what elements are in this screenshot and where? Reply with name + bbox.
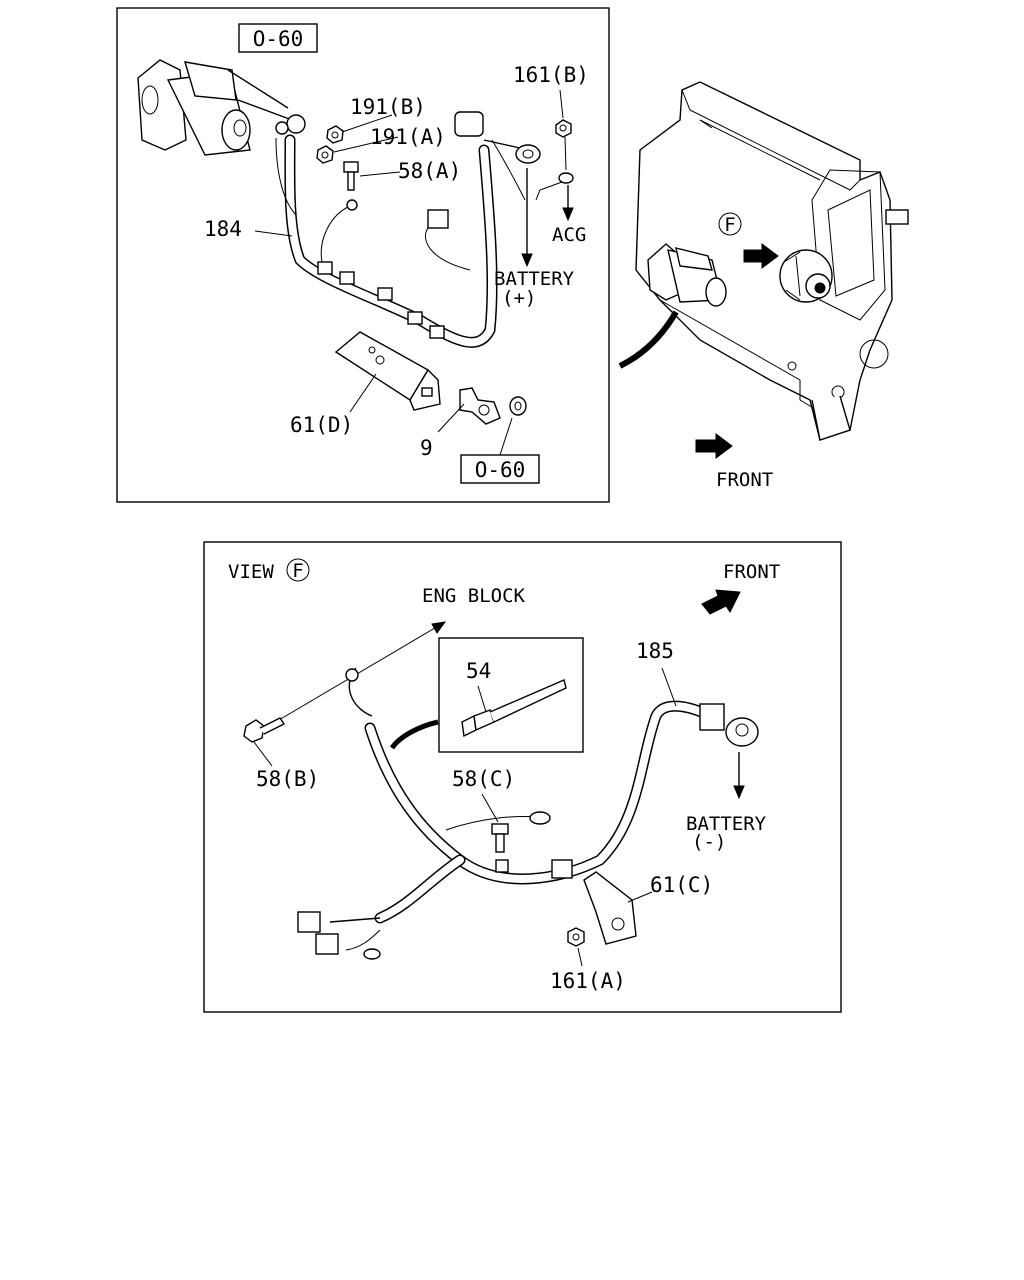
engine-starter bbox=[647, 243, 727, 307]
callout-curve bbox=[618, 310, 679, 369]
label-58c: 58(C) bbox=[452, 767, 515, 791]
ref-box-bottom[interactable]: O-60 bbox=[460, 454, 540, 484]
bolt-58a[interactable] bbox=[343, 161, 359, 191]
nut-161b[interactable] bbox=[555, 119, 572, 138]
ref-box-bottom-label: O-60 bbox=[475, 458, 526, 482]
battery-negative-terminal[interactable] bbox=[699, 703, 759, 747]
front-label-bottom: FRONT bbox=[723, 561, 780, 583]
eng-block-label: ENG BLOCK bbox=[422, 585, 526, 607]
label-185: 185 bbox=[636, 639, 674, 663]
bushing[interactable] bbox=[509, 396, 527, 416]
ref-box-top[interactable]: O-60 bbox=[238, 23, 318, 53]
inset-callout bbox=[389, 719, 439, 750]
acg-terminal-ring bbox=[558, 172, 574, 184]
label-61c: 61(C) bbox=[650, 873, 713, 897]
label-58a: 58(A) bbox=[398, 159, 461, 183]
front-arrow bbox=[695, 433, 733, 459]
bolt-58b[interactable] bbox=[243, 717, 286, 743]
label-battery-positive-sign: (+) bbox=[502, 287, 536, 309]
label-battery-negative: BATTERY bbox=[686, 813, 767, 835]
lower-panel: VIEW F FRONT ENG BLOCK 54 58(B) bbox=[203, 541, 842, 1013]
bracket-61d[interactable] bbox=[334, 331, 441, 411]
nut-161a[interactable] bbox=[567, 927, 585, 947]
label-191b: 191(B) bbox=[350, 95, 426, 119]
front-label-top: FRONT bbox=[716, 469, 773, 491]
engine-alternator bbox=[779, 249, 833, 303]
starter-motor[interactable] bbox=[137, 59, 293, 156]
label-61d: 61(D) bbox=[290, 413, 353, 437]
label-battery-negative-sign: (-) bbox=[692, 831, 726, 853]
label-161b: 161(B) bbox=[513, 63, 589, 87]
nut-191a[interactable] bbox=[316, 145, 334, 164]
front-arrow-bottom bbox=[701, 589, 741, 615]
label-battery-positive: BATTERY bbox=[494, 268, 575, 290]
label-9: 9 bbox=[420, 436, 433, 460]
cable-tie-54[interactable] bbox=[461, 679, 567, 738]
label-184: 184 bbox=[204, 217, 242, 241]
label-191a: 191(A) bbox=[370, 125, 446, 149]
upper-panel-frame bbox=[116, 7, 610, 503]
nut-191b[interactable] bbox=[326, 125, 344, 144]
upper-panel: O-60 bbox=[116, 7, 610, 503]
label-161a: 161(A) bbox=[550, 969, 626, 993]
view-direction-arrow bbox=[743, 243, 779, 269]
ref-box-top-label: O-60 bbox=[253, 27, 304, 51]
inset-54: 54 bbox=[438, 637, 584, 753]
label-54: 54 bbox=[466, 659, 491, 683]
lower-panel-frame bbox=[203, 541, 842, 1013]
starter-terminal-s bbox=[275, 121, 289, 135]
battery-positive-terminal[interactable] bbox=[454, 111, 541, 201]
clip-9[interactable] bbox=[421, 387, 501, 425]
bracket-61c[interactable] bbox=[583, 871, 637, 945]
label-acg: ACG bbox=[552, 224, 586, 246]
harness-184[interactable] bbox=[275, 134, 498, 348]
starter-terminal-b bbox=[286, 114, 306, 134]
view-f-circle: F bbox=[286, 558, 310, 582]
view-f-marker: F bbox=[718, 212, 742, 236]
view-label: VIEW bbox=[228, 561, 274, 583]
small-connector[interactable] bbox=[424, 209, 471, 271]
view-f-marker-letter: F bbox=[724, 214, 735, 236]
harness-185[interactable] bbox=[297, 667, 716, 960]
view-f-circle-letter: F bbox=[292, 560, 303, 582]
bolt-58c[interactable] bbox=[491, 823, 509, 853]
label-58b: 58(B) bbox=[256, 767, 319, 791]
engine-view: F FRONT bbox=[618, 81, 909, 491]
